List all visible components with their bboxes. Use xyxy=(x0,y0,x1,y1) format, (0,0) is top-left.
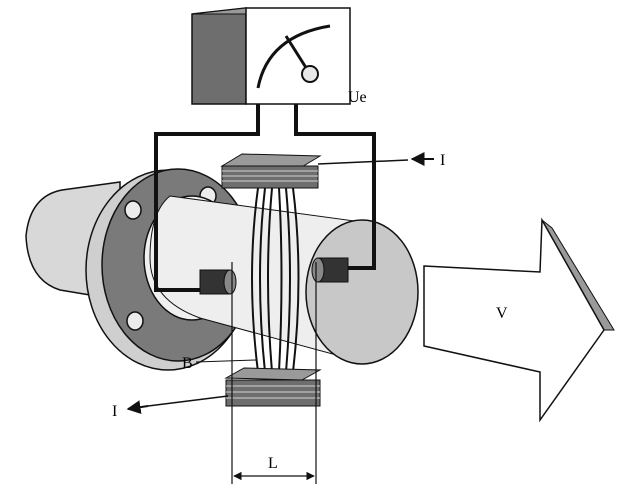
flow-arrow-body xyxy=(423,217,605,423)
voltmeter-side-face xyxy=(191,7,247,105)
field-line xyxy=(278,187,283,373)
field-line xyxy=(285,187,291,373)
label-length: L xyxy=(268,455,278,472)
field-line xyxy=(251,187,259,373)
bottom-coil-top xyxy=(224,367,322,381)
left-signal-wire xyxy=(154,104,260,292)
bottom-coil-body xyxy=(225,379,321,407)
field-line xyxy=(267,187,273,373)
field-label-leader xyxy=(195,359,257,363)
label-current-top: I xyxy=(440,152,445,169)
top-current-lead xyxy=(317,159,409,165)
magnetic-field-lines xyxy=(251,187,300,373)
field-line xyxy=(259,187,266,373)
flange-bolt-hole xyxy=(126,311,144,331)
bottom-current-arrow xyxy=(126,400,149,415)
label-current-bottom: I xyxy=(112,403,117,420)
length-dimension xyxy=(231,262,317,484)
label-velocity: V xyxy=(496,305,508,322)
right-signal-wire xyxy=(294,104,376,270)
voltmeter-pivot xyxy=(301,65,319,83)
field-line xyxy=(292,187,300,373)
right-electrode-end xyxy=(311,257,325,283)
tube-end-face xyxy=(305,219,419,365)
label-ue: Ue xyxy=(348,89,367,106)
signal-wires xyxy=(154,104,376,292)
label-b: B xyxy=(182,355,193,372)
voltmeter xyxy=(191,7,351,105)
bottom-current-lead xyxy=(147,395,229,407)
bottom-coil xyxy=(224,367,322,407)
right-electrode xyxy=(311,257,349,283)
left-electrode-end xyxy=(223,269,237,295)
top-coil xyxy=(220,153,322,189)
voltmeter-scale-arc xyxy=(256,24,331,89)
pipe xyxy=(25,168,419,371)
flange-bolt-hole xyxy=(124,200,142,220)
top-coil-body xyxy=(221,165,319,189)
flow-arrow xyxy=(423,217,615,423)
left-electrode xyxy=(199,269,237,295)
